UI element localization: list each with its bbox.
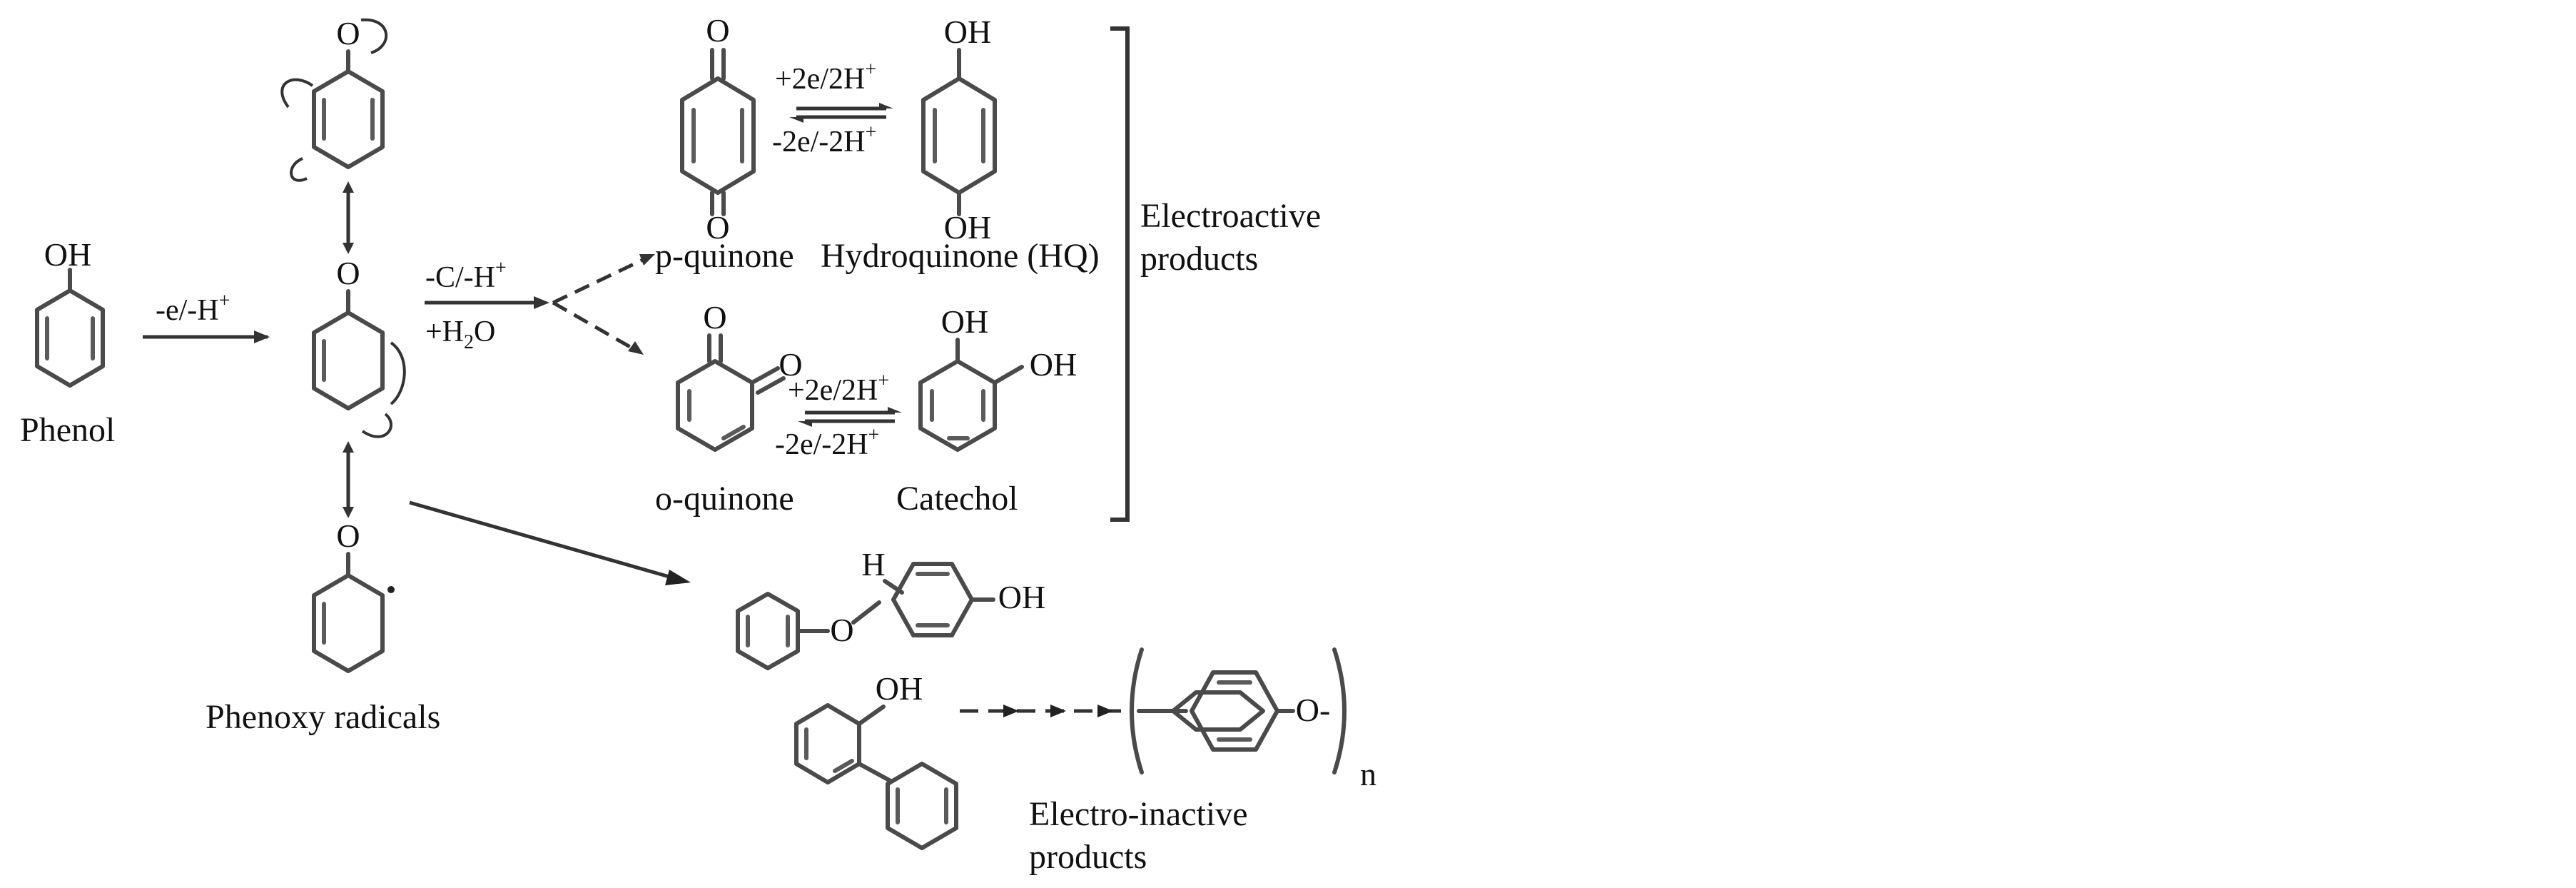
electroactive-bracket bbox=[1110, 26, 1130, 522]
phenoxy-resonance-oxygen: O bbox=[312, 255, 406, 438]
phenoxy-resonance-ortho: O bbox=[312, 518, 395, 673]
phenoxy-dimer-molecule: O H OH bbox=[736, 546, 1045, 670]
svg-text:OH: OH bbox=[1030, 346, 1077, 383]
svg-text:O: O bbox=[336, 518, 360, 554]
electroinactive-label-line2: products bbox=[1029, 838, 1147, 876]
svg-text:OH: OH bbox=[998, 579, 1045, 615]
hq-reduction-label: +2e/2H+ bbox=[775, 59, 876, 96]
step1-label: -e/-H+ bbox=[156, 290, 230, 327]
svg-text:OH: OH bbox=[941, 303, 988, 340]
svg-text:O: O bbox=[336, 255, 360, 291]
svg-text:OH: OH bbox=[876, 670, 923, 707]
phenol-molecule: OH bbox=[35, 236, 105, 388]
phenol-label: Phenol bbox=[20, 411, 115, 449]
svg-text:OH: OH bbox=[944, 209, 991, 246]
svg-text:H: H bbox=[861, 546, 885, 582]
hydroquinone-label: Hydroquinone (HQ) bbox=[821, 237, 1100, 275]
catechol-molecule: OH OH bbox=[918, 303, 1077, 452]
electroactive-label-line1: Electroactive bbox=[1140, 197, 1321, 235]
p-quinone-molecule: O O bbox=[680, 12, 756, 246]
electroactive-label-line2: products bbox=[1140, 240, 1258, 278]
catechol-oxidation-label: -2e/-2H+ bbox=[775, 424, 879, 461]
svg-text:O: O bbox=[830, 612, 853, 648]
svg-text:O-: O- bbox=[1296, 692, 1331, 728]
svg-text:O: O bbox=[779, 346, 802, 383]
o-quinone-label: o-quinone bbox=[655, 480, 794, 518]
polyphenylene-oxide-polymer: O- n bbox=[1130, 647, 1376, 792]
step2-bottom-label: +H2O bbox=[425, 316, 495, 353]
hq-oxidation-label: -2e/-2H+ bbox=[772, 121, 876, 158]
o-quinone-molecule: O O bbox=[676, 299, 803, 452]
catechol-reduction-label: +2e/2H+ bbox=[788, 370, 889, 407]
svg-text:OH: OH bbox=[944, 14, 991, 50]
step2-top-label: -C/-H+ bbox=[425, 257, 507, 294]
catechol-label: Catechol bbox=[896, 480, 1018, 518]
phenol-oh-label: OH bbox=[44, 236, 91, 273]
p-quinone-label: p-quinone bbox=[655, 237, 794, 275]
hydroquinone-molecule: OH OH bbox=[921, 14, 997, 246]
biphenylol-dimer-molecule: OH bbox=[794, 670, 958, 850]
svg-text:O: O bbox=[336, 15, 360, 51]
svg-text:O: O bbox=[706, 12, 729, 49]
polymer-subscript-n: n bbox=[1360, 756, 1376, 792]
electroinactive-label-line1: Electro-inactive bbox=[1029, 795, 1248, 833]
svg-text:O: O bbox=[706, 209, 729, 246]
phenoxy-resonance-para: O bbox=[280, 15, 388, 182]
phenoxy-radicals-label: Phenoxy radicals bbox=[206, 698, 440, 736]
svg-text:O: O bbox=[703, 299, 726, 335]
